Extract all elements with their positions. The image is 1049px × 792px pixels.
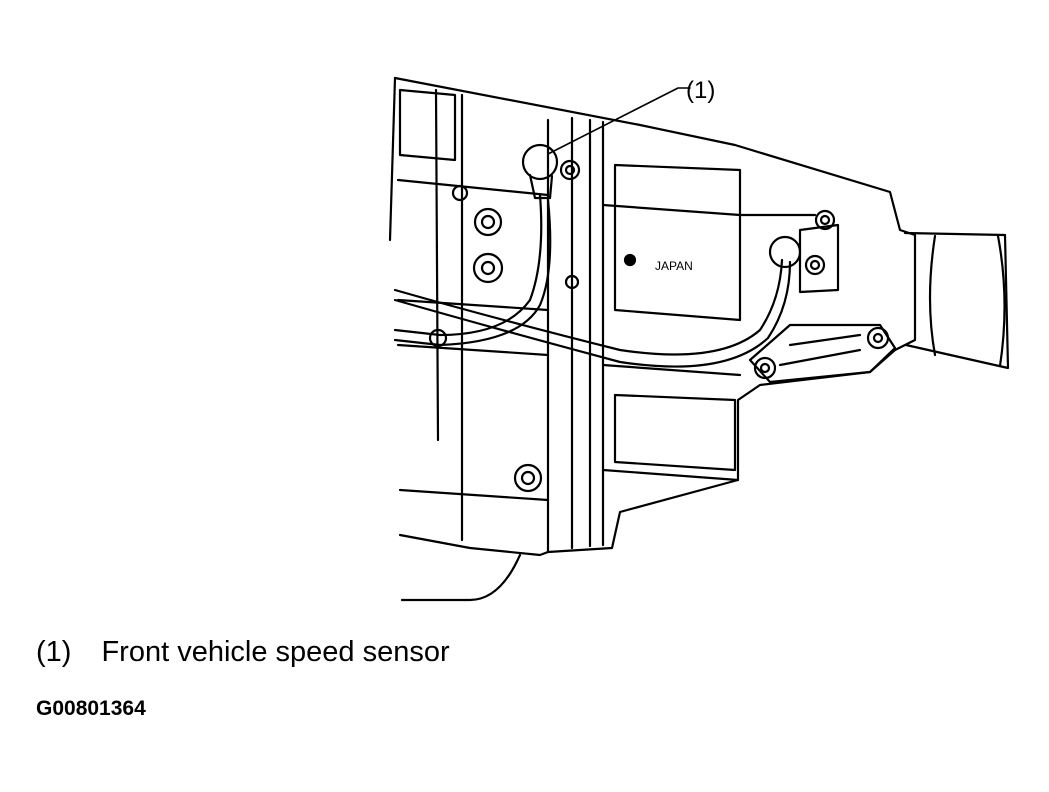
extension-housing bbox=[903, 231, 1010, 370]
sensor-connector bbox=[528, 173, 554, 200]
case-inner-rib-2 bbox=[434, 88, 440, 442]
transmission-case-outline bbox=[393, 76, 917, 557]
transmission-diagram: JAPAN (1) bbox=[388, 76, 1010, 602]
mount-bracket bbox=[748, 323, 897, 384]
mount-bracket-ribs bbox=[778, 333, 862, 367]
legend-marker: (1) bbox=[36, 636, 72, 668]
lower-band bbox=[396, 343, 742, 377]
sensor-harness-wire-2 bbox=[393, 198, 552, 347]
top-boss bbox=[398, 88, 457, 162]
long-harness-wire-2 bbox=[393, 260, 792, 368]
housing-text: JAPAN bbox=[655, 259, 693, 273]
output-tube-ring bbox=[928, 234, 937, 357]
legend-row: (1) Front vehicle speed sensor bbox=[36, 636, 450, 669]
callout-marker: (1) bbox=[686, 77, 715, 104]
figure-id: G00801364 bbox=[36, 697, 146, 720]
callout-leader-line bbox=[547, 87, 691, 155]
legend-label: Front vehicle speed sensor bbox=[101, 636, 450, 668]
bottom-harness bbox=[400, 553, 522, 602]
sensor-harness-wire bbox=[393, 193, 543, 337]
output-tube-end bbox=[996, 234, 1006, 368]
long-harness-wire bbox=[393, 258, 784, 356]
bottom-band bbox=[398, 468, 740, 502]
rear-speed-sensor bbox=[768, 235, 802, 269]
case-left-edge bbox=[388, 76, 397, 242]
lower-panel bbox=[613, 393, 737, 472]
side-panel bbox=[613, 163, 742, 322]
front-speed-sensor bbox=[521, 143, 559, 181]
rear-sensor-bracket bbox=[798, 223, 840, 294]
